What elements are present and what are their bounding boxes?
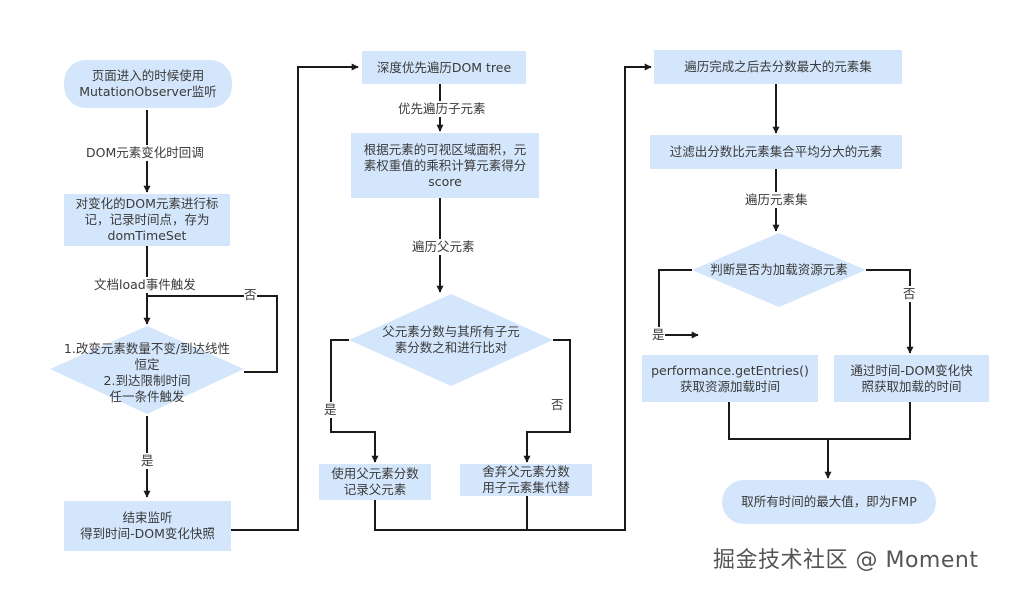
arrow-n3-n4 xyxy=(231,63,359,531)
merge-line xyxy=(374,500,527,531)
label-child-first: 优先遍历子元素 xyxy=(398,101,486,117)
performance-entries-node: performance.getEntries() 获取资源加载时间 xyxy=(642,355,818,402)
arrow-d2-no xyxy=(523,339,571,463)
dfs-traverse-node: 深度优先遍历DOM tree xyxy=(362,51,526,84)
watermark-text: 掘金技术社区 @ Moment xyxy=(713,548,979,573)
arrow-d3-yes xyxy=(658,269,699,339)
decision-shape-3 xyxy=(692,233,866,307)
label-yes-1: 是 xyxy=(141,453,154,469)
mark-dom-node: 对变化的DOM元素进行标 记，记录时间点，存为 domTimeSet xyxy=(64,194,230,246)
filter-average-node: 过滤出分数比元素集合平均分大的元素 xyxy=(650,135,902,169)
max-score-set-node: 遍历完成之后去分数最大的元素集 xyxy=(654,50,902,84)
label-traverse-set: 遍历元素集 xyxy=(745,192,808,208)
label-no-3: 否 xyxy=(903,286,916,302)
label-no-2: 否 xyxy=(551,397,564,413)
arrow-d3-no xyxy=(866,269,914,354)
resource-check-decision: 判断是否为加载资源元素 xyxy=(710,262,848,277)
stop-condition-decision: 1.改变元素数量不变/到达线性 恒定 2.到达限制时间 任一条件触发 xyxy=(63,341,231,404)
use-parent-score-node: 使用父元素分数 记录父元素 xyxy=(319,464,431,500)
arrow-d2-yes xyxy=(330,339,379,463)
end-observe-node: 结束监听 得到时间-DOM变化快照 xyxy=(64,501,231,551)
score-calc-node: 根据元素的可视区域面积，元 素权重值的乘积计算元素得分 score xyxy=(351,133,539,198)
label-load-event: 文档load事件触发 xyxy=(94,277,196,293)
label-yes-3: 是 xyxy=(652,327,665,343)
label-dom-callback: DOM元素变化时回调 xyxy=(86,145,204,161)
start-observer-node: 页面进入的时候使用 MutationObserver监听 xyxy=(64,60,232,108)
label-traverse-parent: 遍历父元素 xyxy=(412,239,475,255)
fmp-result-node: 取所有时间的最大值，即为FMP xyxy=(722,480,936,524)
merge-bottom xyxy=(728,402,911,440)
label-yes-2: 是 xyxy=(324,402,337,418)
arrow-merge-n8 xyxy=(527,63,652,531)
decision-shape-1 xyxy=(50,326,244,414)
decision-shape-2 xyxy=(349,294,553,386)
score-compare-decision: 父元素分数与其所有子元 素分数之和进行比对 xyxy=(382,324,520,355)
snapshot-time-node: 通过时间-DOM变化快 照获取加载的时间 xyxy=(834,355,989,402)
drop-parent-score-node: 舍弃父元素分数 用子元素集代替 xyxy=(460,464,592,496)
label-no-1: 否 xyxy=(244,287,257,303)
arrow-d1-no-loop xyxy=(147,295,278,373)
